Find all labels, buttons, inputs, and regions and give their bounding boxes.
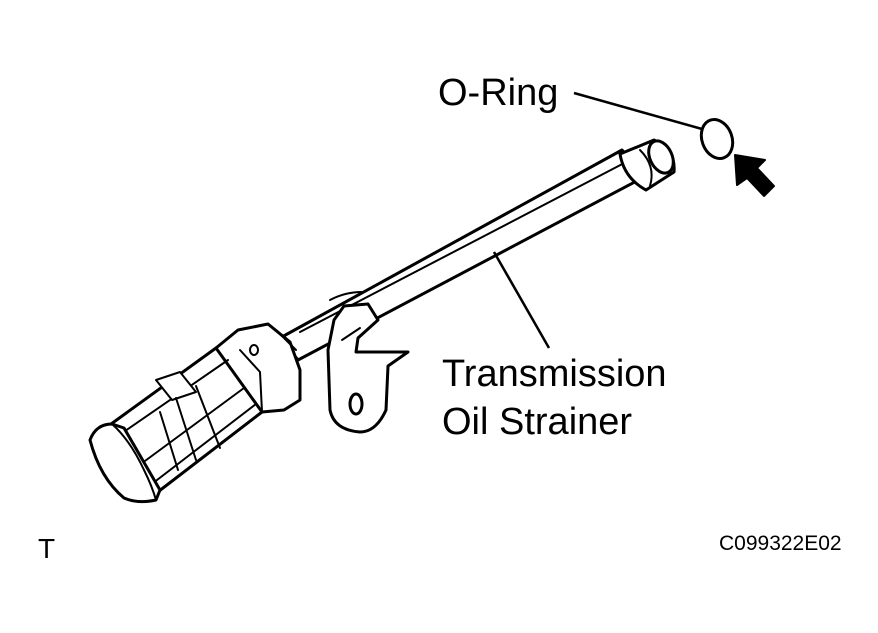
mounting-bracket xyxy=(326,302,410,434)
strainer-end-cap xyxy=(88,422,162,504)
o-ring-part xyxy=(699,118,735,160)
figure-code: C099322E02 xyxy=(719,532,842,555)
pipe-end-fitting xyxy=(618,138,676,192)
o-ring-label: O-Ring xyxy=(438,72,559,114)
corner-mark: T xyxy=(38,533,56,564)
strainer-label-line-1: Transmission xyxy=(442,353,667,395)
arrow-pointer-icon xyxy=(734,154,775,197)
strainer-leader-line xyxy=(492,251,551,349)
strainer-label: Transmission Oil Strainer xyxy=(442,350,667,446)
o-ring-leader-line xyxy=(573,91,703,131)
strainer-label-line-2: Oil Strainer xyxy=(442,401,633,443)
